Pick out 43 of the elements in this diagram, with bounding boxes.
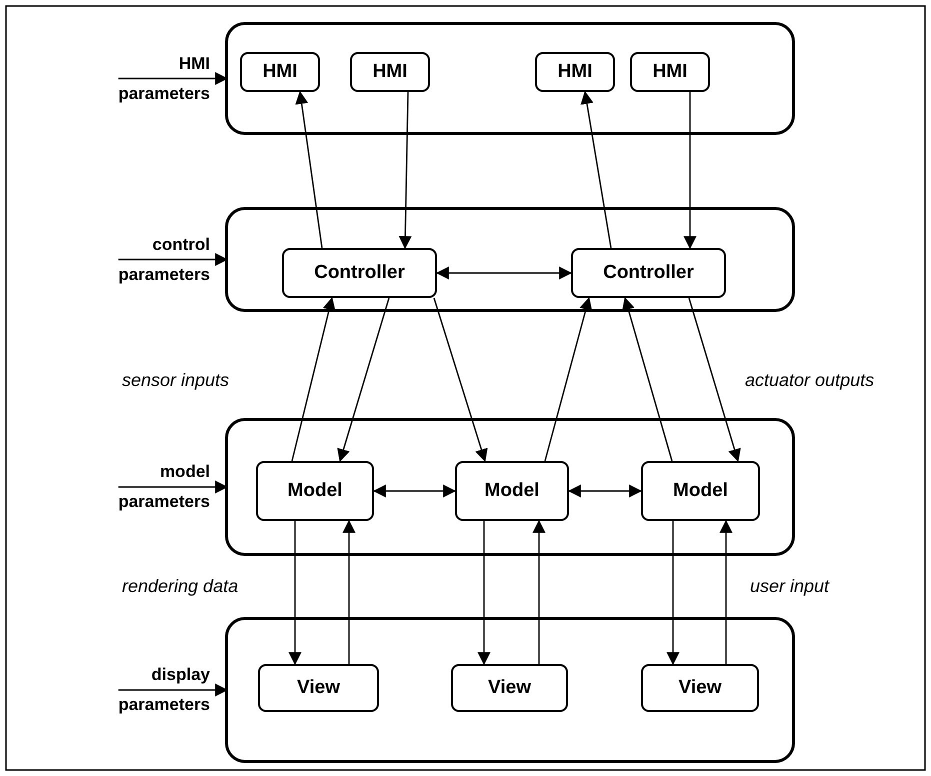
- layer-panel: [225, 418, 795, 556]
- arrow: [398, 92, 412, 250]
- arrow: [436, 266, 572, 280]
- arrow: [478, 521, 490, 666]
- layer-panel: [225, 617, 795, 763]
- arrow: [532, 520, 546, 664]
- component-box: View: [641, 664, 759, 712]
- arrow: [688, 298, 741, 462]
- arrow: [291, 296, 336, 462]
- layer-panel: [225, 22, 795, 135]
- arrow: [720, 520, 732, 664]
- arrow: [295, 90, 323, 248]
- component-box: HMI: [240, 52, 320, 92]
- arrow: [684, 92, 696, 250]
- component-box: Model: [455, 461, 569, 521]
- component-box: Model: [256, 461, 374, 521]
- flow-label: actuator outputs: [745, 370, 874, 391]
- component-box: HMI: [630, 52, 710, 92]
- flow-label: rendering data: [122, 576, 238, 597]
- component-box: HMI: [535, 52, 615, 92]
- component-box: View: [451, 664, 568, 712]
- parameter-label: model parameters: [118, 457, 210, 517]
- parameter-label: control parameters: [118, 230, 210, 290]
- parameter-label: HMI parameters: [118, 48, 210, 108]
- arrow: [342, 520, 356, 664]
- component-box: HMI: [350, 52, 430, 92]
- arrow: [337, 298, 390, 462]
- parameter-label: display parameters: [118, 660, 210, 720]
- flow-label: sensor inputs: [122, 370, 230, 391]
- arrow: [568, 484, 642, 498]
- arrow: [622, 296, 673, 462]
- layer-panel: [225, 207, 795, 312]
- component-box: View: [258, 664, 379, 712]
- arrow: [433, 298, 488, 462]
- arrow: [580, 90, 612, 248]
- arrow: [372, 484, 456, 498]
- arrow: [666, 521, 680, 666]
- arrow: [288, 521, 302, 666]
- component-box: Controller: [571, 248, 726, 298]
- flow-label: user input: [750, 576, 830, 597]
- component-box: Model: [641, 461, 760, 521]
- component-box: Controller: [282, 248, 437, 298]
- arrow: [544, 296, 592, 462]
